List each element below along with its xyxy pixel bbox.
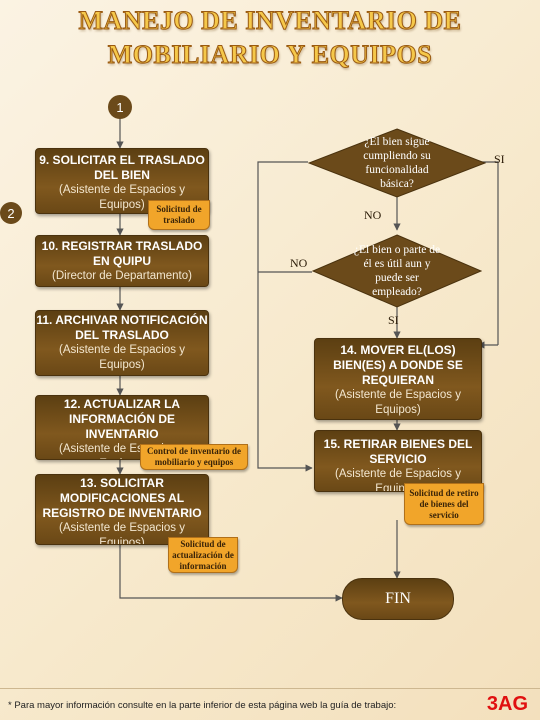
decision-1: ¿El bien sigue cumpliendo su funcionalid… — [308, 128, 486, 198]
page-title: MANEJO DE INVENTARIO DE MOBILIARIO Y EQU… — [0, 4, 540, 72]
footer-note: * Para mayor información consulte en la … — [8, 700, 397, 711]
connector-1: 1 — [108, 95, 132, 119]
brand-logo: 3AG — [486, 693, 528, 715]
decision-2-no-label: NO — [290, 256, 308, 270]
decision-1-yes-label: SI — [494, 152, 505, 166]
document-solicitud-actualizacion: Solicitud de actualización de informació… — [168, 537, 238, 573]
step-11-title: 11. ARCHIVAR NOTIFICACIÓN DEL TRASLADO — [36, 313, 208, 342]
end-label: FIN — [385, 590, 411, 607]
step-9-title: 9. SOLICITAR EL TRASLADO DEL BIEN — [39, 153, 205, 182]
step-12-title: 12. ACTUALIZAR LA INFORMACIÓN DE INVENTA… — [63, 397, 181, 441]
footer-divider — [0, 688, 540, 689]
decision-2-text: ¿El bien o parte de él es útil aun y pue… — [353, 244, 441, 298]
step-13-role: (Asistente de Espacios y Equipos) — [59, 522, 185, 545]
decision-2: ¿El bien o parte de él es útil aun y pue… — [312, 234, 482, 308]
decision-1-no-label: NO — [364, 208, 382, 222]
step-14-title: 14. MOVER EL(LOS) BIEN(ES) A DONDE SE RE… — [333, 343, 463, 387]
step-11-role: (Asistente de Espacios y Equipos) — [59, 344, 185, 371]
step-11-box: 11. ARCHIVAR NOTIFICACIÓN DEL TRASLADO (… — [35, 310, 209, 376]
decision-1-text: ¿El bien sigue cumpliendo su funcionalid… — [363, 136, 431, 190]
document-solicitud-retiro: Solicitud de retiro de bienes del servic… — [404, 483, 484, 525]
document-control-inventario: Control de inventario de mobiliario y eq… — [140, 444, 248, 470]
connector-2-label: 2 — [7, 205, 15, 221]
connector-1-label: 1 — [116, 99, 124, 115]
step-9-role: (Asistente de Espacios y Equipos) — [59, 184, 185, 211]
step-10-box: 10. REGISTRAR TRASLADO EN QUIPU (Directo… — [35, 235, 209, 287]
decision-2-yes-label: SI — [388, 313, 399, 327]
step-13-title: 13. SOLICITAR MODIFICACIONES AL REGISTRO… — [42, 476, 202, 520]
step-15-role: (Asistente de Espacios y Equipos) — [335, 468, 461, 492]
connector-2: 2 — [0, 202, 22, 224]
end-terminator: FIN — [342, 578, 454, 620]
title-line-2: MOBILIARIO Y EQUIPOS — [107, 40, 433, 70]
step-10-title: 10. REGISTRAR TRASLADO EN QUIPU — [41, 239, 203, 268]
step-14-box: 14. MOVER EL(LOS) BIEN(ES) A DONDE SE RE… — [314, 338, 482, 420]
title-line-1: MANEJO DE INVENTARIO DE — [78, 6, 462, 36]
step-13-box: 13. SOLICITAR MODIFICACIONES AL REGISTRO… — [35, 474, 209, 545]
document-solicitud-traslado: Solicitud de traslado — [148, 200, 210, 230]
step-9-box: 9. SOLICITAR EL TRASLADO DEL BIEN (Asist… — [35, 148, 209, 214]
step-15-box: 15. RETIRAR BIENES DEL SERVICIO (Asisten… — [314, 430, 482, 492]
step-14-role: (Asistente de Espacios y Equipos) — [335, 389, 461, 416]
step-10-role: (Director de Departamento) — [52, 270, 192, 282]
step-15-title: 15. RETIRAR BIENES DEL SERVICIO — [323, 437, 473, 466]
